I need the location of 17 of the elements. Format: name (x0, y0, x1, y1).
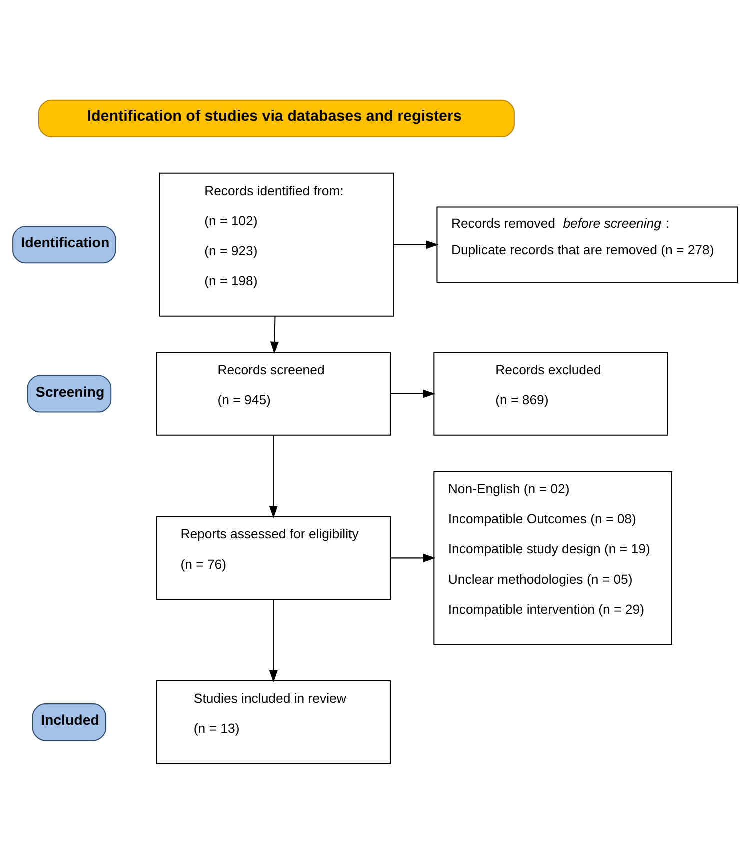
node-box: Records screened (n = 945) (156, 352, 390, 436)
node-box: Reports assessed for eligibility (n = 76) (156, 516, 390, 600)
node-box: Identification of studies via databases and registers (38, 99, 514, 137)
arrow (268, 435, 278, 518)
arrow (393, 240, 438, 249)
arrow (270, 316, 278, 354)
node-box: Studies included in review (n = 13) (156, 680, 390, 764)
node-box: Records excluded (n = 869) (433, 352, 668, 436)
node-box: Records removed before screening: Duplicate records that are removed (n = 278) (436, 206, 738, 282)
node-box: Non-English (n = 02) Incompatible Outcomes (n = 08) Incompatible study design (n = 19) Unclear methodologies (n = 05) Incompatible intervention (n = 29) (433, 470, 672, 645)
arrow (390, 389, 435, 398)
node-box: Records identified from: (n = 102) (n = 923) (n = 198) (158, 172, 394, 316)
node-box: Screening (26, 374, 112, 412)
arrow (268, 599, 278, 682)
node-box: Identification (12, 226, 116, 264)
arrow (390, 553, 436, 562)
node-box: Included (32, 703, 106, 741)
